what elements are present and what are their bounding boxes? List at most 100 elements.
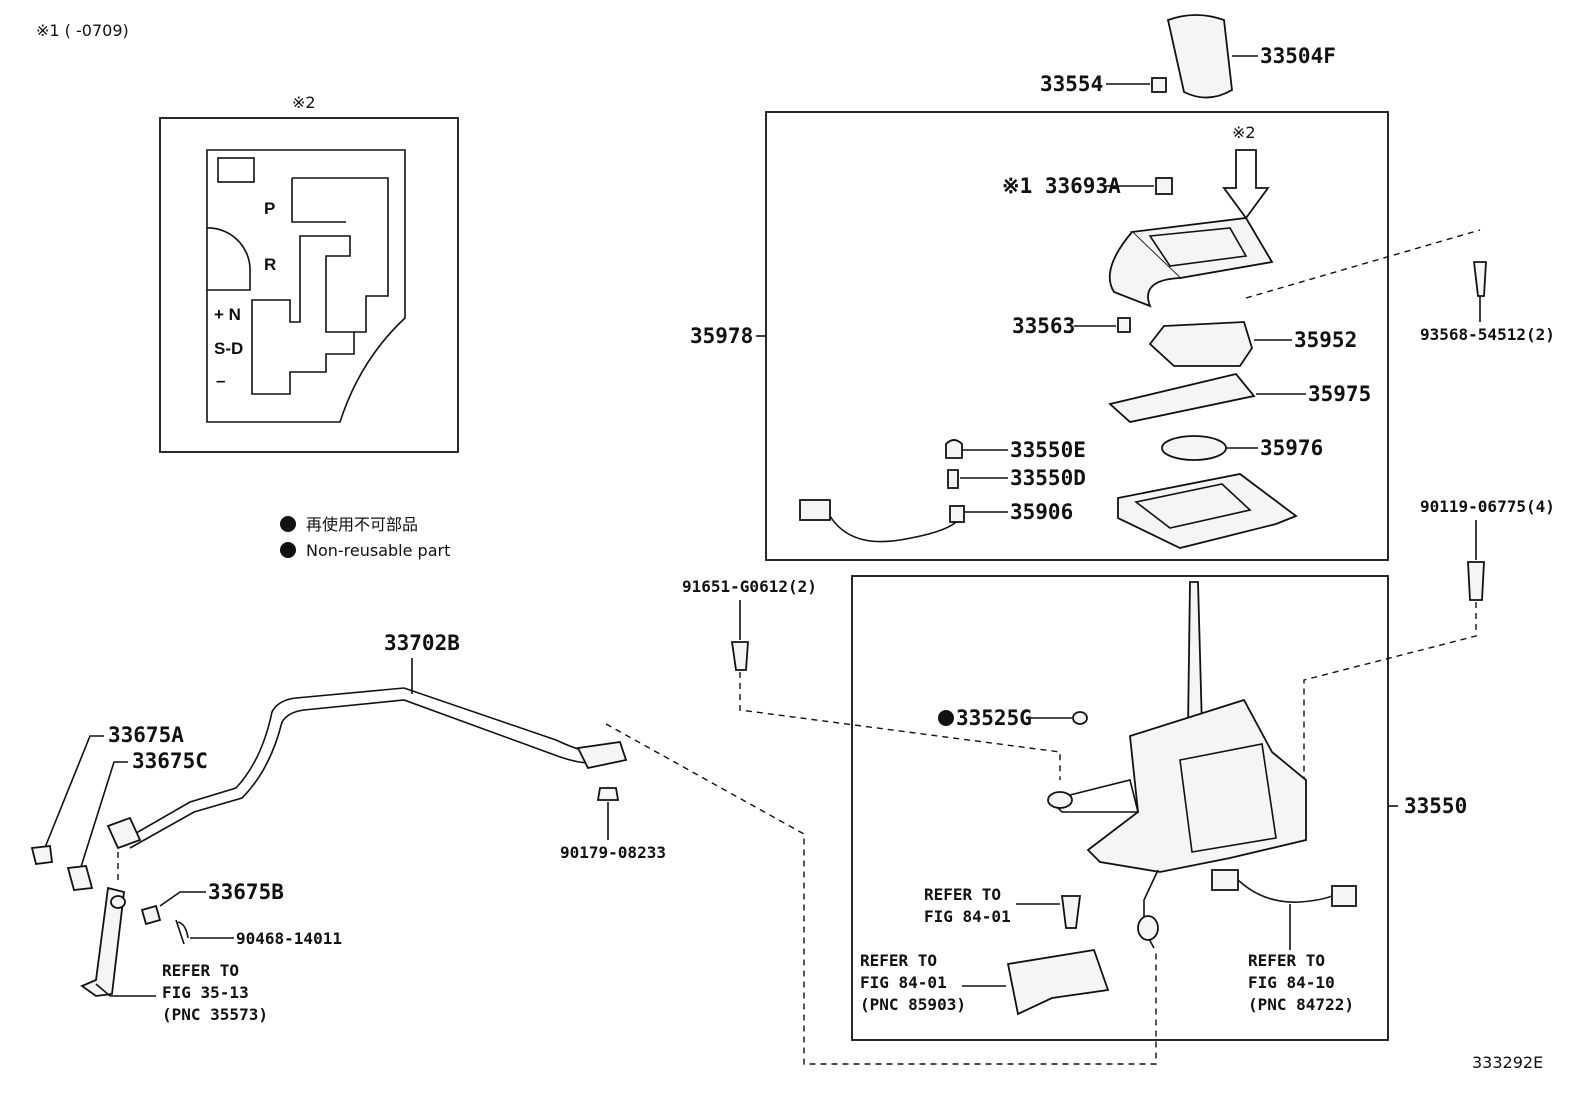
bolt-refer-84a — [1060, 895, 1082, 929]
arm-hole — [110, 895, 126, 909]
connector-84722-a — [1211, 869, 1239, 891]
gate-button-cutout — [206, 227, 251, 291]
refer-84c-line1: REFER TO — [1248, 951, 1325, 970]
refer-84a-line2: FIG 84-01 — [924, 907, 1011, 926]
dash-91651 — [739, 672, 1061, 780]
upper-bezel-skirt — [1108, 231, 1181, 308]
gate-plate — [206, 149, 406, 423]
dash-cable-lever — [605, 723, 1157, 1065]
label-33504F: 33504F — [1260, 44, 1336, 68]
lower-bezel — [1117, 473, 1298, 549]
label-33525G: 33525G — [956, 706, 1032, 730]
gate-label-n: + N — [214, 305, 241, 324]
housing-grid — [1179, 743, 1277, 853]
refer-35-line1: REFER TO — [162, 961, 239, 980]
dash-93568 — [1245, 229, 1481, 299]
label-33675B: 33675B — [208, 880, 284, 904]
leader-33675B — [159, 891, 206, 907]
screw-90119 — [1467, 561, 1485, 601]
lever-housing — [1086, 698, 1307, 873]
inset-mark: ※2 — [292, 93, 316, 112]
upper-bezel-slot — [1148, 227, 1248, 267]
label-33550E: 33550E — [1010, 438, 1086, 462]
wire-35906 — [829, 515, 959, 543]
legend: 再使用不可部品 Non-reusable part — [280, 515, 450, 560]
legend-jp: 再使用不可部品 — [306, 515, 418, 534]
label-33702B: 33702B — [384, 631, 460, 655]
lower-bezel-opening — [1134, 483, 1252, 529]
pin-33675A — [30, 845, 54, 865]
refer-84a-line1: REFER TO — [924, 885, 1001, 904]
refer-84c-line2: FIG 84-10 — [1248, 973, 1335, 992]
label-33554: 33554 — [1040, 72, 1103, 96]
header-note: ※1 ( -0709) — [36, 21, 129, 40]
gate-label-r: R — [264, 255, 276, 274]
link-bushing — [1137, 915, 1159, 941]
label-35952: 35952 — [1294, 328, 1357, 352]
clip-90468 — [175, 919, 189, 945]
refer-35-line3: (PNC 35573) — [162, 1005, 268, 1024]
plate-35976 — [1161, 435, 1227, 461]
shift-gate-inset: ※2 P R + N S-D – — [159, 93, 459, 453]
cable-end-bracket — [576, 741, 628, 770]
gate-label-sd: S-D — [214, 339, 243, 358]
dash-90119 — [1303, 602, 1477, 780]
washer-33675B — [140, 904, 162, 926]
label-90119: 90119-06775(4) — [1420, 497, 1555, 516]
slide-cover-35975 — [1108, 372, 1256, 423]
label-33693A: ※1 33693A — [1002, 174, 1121, 198]
cable-end-eye — [106, 816, 142, 850]
gate-slot — [251, 177, 389, 395]
label-35906: 35906 — [1010, 500, 1073, 524]
nut-90179 — [596, 787, 620, 801]
leader-33675C — [79, 761, 128, 871]
refer-35-line2: FIG 35-13 — [162, 983, 249, 1002]
nut-33525G — [1072, 711, 1088, 725]
label-90179: 90179-08233 — [560, 843, 666, 862]
legend-dot-jp — [280, 516, 296, 532]
non-reusable-dot-33525G — [938, 710, 954, 726]
label-33550D: 33550D — [1010, 466, 1086, 490]
transmission-lever-arm — [80, 886, 125, 997]
label-91651: 91651-G0612(2) — [682, 577, 817, 596]
gate-label-p: P — [264, 199, 275, 218]
mark-2: ※2 — [1232, 123, 1256, 142]
connector-35906 — [799, 499, 831, 521]
label-33675A: 33675A — [108, 723, 184, 747]
connector-84722-b — [1331, 885, 1357, 907]
bushing-33675C — [66, 865, 94, 891]
label-33550: 33550 — [1404, 794, 1467, 818]
socket-35906 — [949, 505, 965, 523]
lever-rod — [1187, 581, 1203, 729]
label-93568: 93568-54512(2) — [1420, 325, 1555, 344]
refer-84b-line1: REFER TO — [860, 951, 937, 970]
clip-33563 — [1117, 317, 1131, 333]
inset-frame — [159, 117, 459, 453]
legend-dot-en — [280, 542, 296, 558]
upper-bezel — [1130, 217, 1274, 279]
view-arrow — [1222, 149, 1270, 220]
shift-knob — [1166, 14, 1233, 99]
knob-clip — [1151, 77, 1167, 93]
label-35978: 35978 — [690, 324, 753, 348]
bulb-33550D — [947, 469, 959, 489]
control-cable-lower — [129, 699, 605, 849]
gate-label-minus: – — [216, 371, 225, 390]
refer-84b-line3: (PNC 85903) — [860, 995, 966, 1014]
figure-id: 333292E — [1472, 1053, 1543, 1072]
refer-84c-line3: (PNC 84722) — [1248, 995, 1354, 1014]
label-35975: 35975 — [1308, 382, 1371, 406]
bolt-91651 — [730, 641, 749, 671]
label-33675C: 33675C — [132, 749, 208, 773]
harness-84722 — [1237, 879, 1337, 903]
leader-33675A — [43, 735, 104, 851]
refer-84b-line2: FIG 84-01 — [860, 973, 947, 992]
bracket-hole — [1047, 791, 1073, 809]
switch-33693A — [1155, 177, 1173, 195]
label-35976: 35976 — [1260, 436, 1323, 460]
screw-93568 — [1472, 261, 1487, 297]
label-90468: 90468-14011 — [236, 929, 342, 948]
gate-slot-p — [291, 178, 346, 223]
